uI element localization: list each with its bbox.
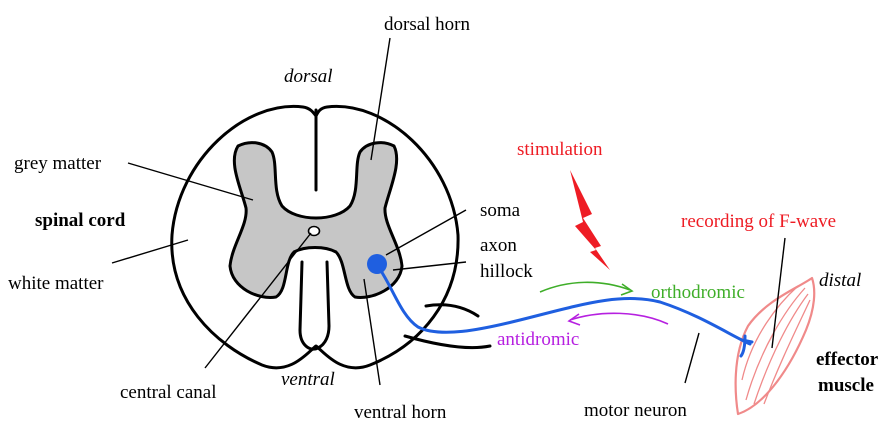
label-soma: soma bbox=[480, 200, 521, 221]
label-recording-f-wave: recording of F-wave bbox=[681, 211, 836, 232]
label-muscle: muscle bbox=[818, 375, 874, 396]
label-axon: axon bbox=[480, 235, 517, 256]
leader-soma bbox=[386, 210, 466, 255]
label-central-canal: central canal bbox=[120, 382, 217, 403]
label-ventral-horn: ventral horn bbox=[354, 402, 447, 423]
label-dorsal: dorsal bbox=[284, 66, 333, 87]
ventral-root-lower bbox=[405, 336, 490, 348]
label-antidromic: antidromic bbox=[497, 329, 579, 350]
leader-white-matter bbox=[112, 240, 188, 263]
antidromic-arrow bbox=[570, 313, 668, 324]
orthodromic-arrow bbox=[540, 282, 630, 292]
label-motor-neuron: motor neuron bbox=[584, 400, 687, 421]
soma bbox=[367, 254, 387, 274]
label-dorsal-horn: dorsal horn bbox=[384, 14, 471, 35]
label-white-matter: white matter bbox=[8, 273, 104, 294]
label-spinal-cord: spinal cord bbox=[35, 210, 126, 231]
label-orthodromic: orthodromic bbox=[651, 282, 745, 303]
stimulation-bolt-icon bbox=[570, 170, 610, 270]
ventral-median-fissure bbox=[300, 262, 329, 349]
antidromic-arrowhead-icon bbox=[569, 314, 580, 325]
label-stimulation: stimulation bbox=[517, 139, 603, 160]
leader-motor-neuron bbox=[685, 333, 699, 383]
label-effector: effector bbox=[816, 349, 879, 370]
label-hillock: hillock bbox=[480, 261, 533, 282]
label-ventral: ventral bbox=[281, 369, 335, 390]
label-grey-matter: grey matter bbox=[14, 153, 102, 174]
label-distal: distal bbox=[819, 270, 861, 291]
